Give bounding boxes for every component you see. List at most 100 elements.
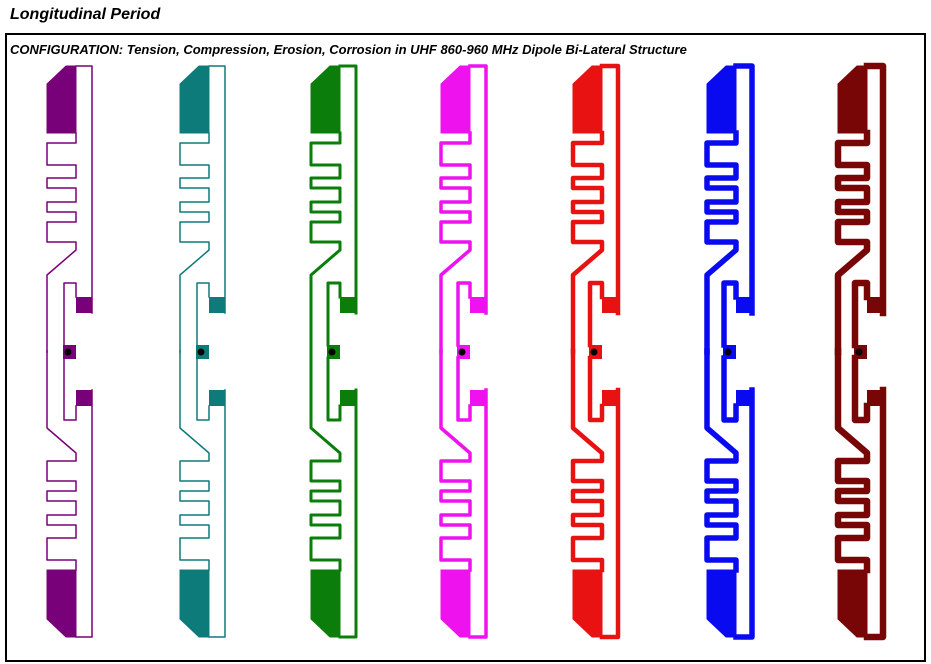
tab-pad bbox=[470, 390, 486, 406]
meander-trace bbox=[309, 349, 342, 572]
end-pad bbox=[837, 65, 868, 134]
meander-trace bbox=[570, 130, 605, 355]
outer-trace bbox=[338, 388, 358, 639]
meander-trace bbox=[179, 132, 210, 353]
tab-pad bbox=[340, 297, 356, 313]
tab-pad bbox=[76, 297, 92, 313]
antenna-bottom-half bbox=[439, 349, 488, 639]
end-pad bbox=[46, 569, 77, 638]
chip-dot bbox=[64, 348, 72, 356]
outer-trace bbox=[599, 63, 621, 316]
end-pad bbox=[310, 569, 341, 638]
feed-trace bbox=[63, 357, 77, 421]
meander-trace bbox=[46, 350, 77, 571]
end-pad bbox=[837, 569, 868, 638]
meander-trace bbox=[179, 350, 210, 571]
end-pad bbox=[706, 65, 737, 134]
end-pad bbox=[179, 65, 210, 134]
antenna-top-half bbox=[834, 62, 887, 356]
page-title: Longitudinal Period bbox=[10, 6, 161, 23]
feed-trace bbox=[851, 279, 871, 349]
tab-pad bbox=[867, 390, 883, 406]
outer-trace bbox=[338, 64, 358, 315]
antenna-maroon bbox=[834, 62, 887, 641]
antenna-top-half bbox=[179, 65, 226, 353]
chip-dot bbox=[328, 348, 336, 356]
end-pad bbox=[440, 569, 471, 638]
end-pad bbox=[310, 65, 341, 134]
tab-pad bbox=[602, 297, 618, 313]
outer-trace bbox=[863, 62, 887, 317]
feed-trace bbox=[456, 281, 472, 347]
chip-dot bbox=[724, 348, 732, 356]
antenna-bottom-half bbox=[834, 347, 887, 641]
outer-trace bbox=[75, 389, 93, 638]
outer-trace bbox=[468, 388, 488, 639]
meander-trace bbox=[834, 347, 871, 574]
feed-trace bbox=[851, 354, 871, 424]
feed-trace bbox=[196, 357, 210, 421]
antenna-green bbox=[309, 64, 358, 639]
outer-trace bbox=[208, 389, 226, 638]
tab-pad bbox=[209, 390, 225, 406]
antenna-bottom-half bbox=[309, 349, 358, 639]
end-pad bbox=[46, 65, 77, 134]
meander-trace bbox=[439, 349, 472, 572]
chip-dot bbox=[590, 348, 598, 356]
outer-trace bbox=[468, 64, 488, 315]
chip-dot bbox=[458, 348, 466, 356]
outer-trace bbox=[599, 387, 621, 640]
end-pad bbox=[179, 569, 210, 638]
meander-trace bbox=[834, 129, 871, 356]
outer-trace bbox=[208, 65, 226, 314]
feed-trace bbox=[63, 282, 77, 346]
antenna-bottom-half bbox=[46, 350, 93, 638]
end-pad bbox=[706, 569, 737, 638]
antenna-top-half bbox=[439, 64, 488, 354]
antenna-magenta bbox=[439, 64, 488, 639]
outer-trace bbox=[733, 387, 755, 640]
end-pad bbox=[572, 569, 603, 638]
tab-pad bbox=[470, 297, 486, 313]
tab-pad bbox=[736, 297, 752, 313]
feed-trace bbox=[326, 356, 342, 422]
meander-trace bbox=[570, 348, 605, 573]
feed-trace bbox=[587, 355, 605, 423]
tab-pad bbox=[736, 390, 752, 406]
feed-trace bbox=[326, 281, 342, 347]
antenna-top-half bbox=[46, 65, 93, 353]
diagram-frame bbox=[5, 33, 926, 662]
antenna-bottom-half bbox=[704, 348, 755, 640]
meander-trace bbox=[439, 131, 472, 354]
chip-dot bbox=[855, 348, 863, 356]
feed-trace bbox=[721, 280, 739, 348]
chip-dot bbox=[197, 348, 205, 356]
antenna-bottom-half bbox=[179, 350, 226, 638]
tab-pad bbox=[76, 390, 92, 406]
configuration-caption: CONFIGURATION: Tension, Compression, Ero… bbox=[10, 42, 687, 57]
antenna-top-half bbox=[704, 63, 755, 355]
meander-trace bbox=[704, 130, 739, 355]
tab-pad bbox=[602, 390, 618, 406]
tab-pad bbox=[340, 390, 356, 406]
feed-trace bbox=[456, 356, 472, 422]
antenna-bottom-half bbox=[570, 348, 621, 640]
antenna-purple bbox=[46, 65, 93, 638]
antenna-teal bbox=[179, 65, 226, 638]
outer-trace bbox=[863, 386, 887, 641]
antenna-top-half bbox=[309, 64, 358, 354]
end-pad bbox=[572, 65, 603, 134]
antenna-blue bbox=[704, 63, 755, 640]
meander-trace bbox=[704, 348, 739, 573]
tab-pad bbox=[867, 297, 883, 313]
outer-trace bbox=[75, 65, 93, 314]
antenna-top-half bbox=[570, 63, 621, 355]
end-pad bbox=[440, 65, 471, 134]
meander-trace bbox=[46, 132, 77, 353]
antenna-red bbox=[570, 63, 621, 640]
feed-trace bbox=[721, 355, 739, 423]
feed-trace bbox=[587, 280, 605, 348]
outer-trace bbox=[733, 63, 755, 316]
meander-trace bbox=[309, 131, 342, 354]
